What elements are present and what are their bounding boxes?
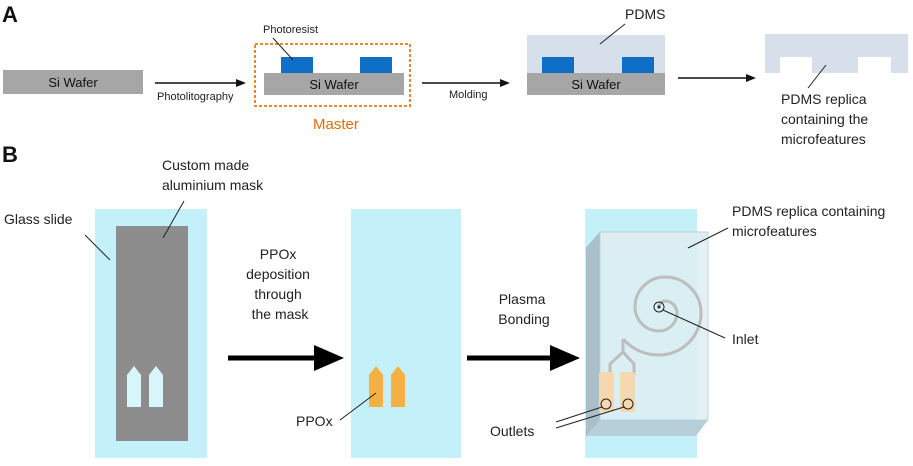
replica-label-line-3: microfeatures bbox=[781, 131, 866, 147]
glass-slide-label: Glass slide bbox=[4, 211, 73, 227]
photolithography-arrow bbox=[155, 79, 246, 87]
si-wafer-label: Si Wafer bbox=[48, 75, 98, 90]
deposition-label-line-2: deposition bbox=[246, 266, 310, 282]
pdms-block-side bbox=[586, 232, 600, 436]
molded-photoresist-left bbox=[542, 57, 574, 73]
molded-wafer bbox=[527, 73, 665, 95]
replica-leader bbox=[807, 64, 827, 89]
molding-arrow bbox=[422, 79, 510, 87]
inlet-hole-center bbox=[657, 305, 661, 309]
deposition-arrow bbox=[228, 345, 344, 371]
replica-label-line-2: containing the bbox=[781, 111, 868, 127]
si-wafer bbox=[3, 70, 143, 94]
molding-label: Molding bbox=[449, 89, 488, 101]
pdms-label: PDMS bbox=[625, 6, 665, 22]
deposition-label-line-1: PPOx bbox=[260, 246, 297, 262]
mask-leader bbox=[162, 200, 185, 239]
device-replica-label-line-1: PDMS replica containing bbox=[732, 203, 885, 219]
glass-slide-leader bbox=[84, 234, 111, 261]
photoresist-label: Photoresist bbox=[263, 24, 318, 36]
outlets-leader-left bbox=[555, 406, 603, 423]
si-wafer-initial: Si Wafer bbox=[3, 70, 143, 94]
replica-label: PDMS replica containing the microfeature… bbox=[781, 91, 872, 147]
inlet-hole bbox=[653, 301, 665, 313]
molded-wafer-label: Si Wafer bbox=[571, 77, 621, 92]
mask-opening-left bbox=[127, 366, 141, 407]
glass-slide-2 bbox=[351, 209, 461, 458]
photolithography-label: Photolitography bbox=[157, 91, 234, 103]
mask-label-line-2: aluminium mask bbox=[162, 177, 264, 193]
photoresist-block-right bbox=[360, 57, 392, 73]
ppox-spot-right bbox=[391, 366, 405, 407]
master: Si Wafer bbox=[254, 43, 411, 107]
outlets-label: Outlets bbox=[490, 423, 534, 439]
masked-slide bbox=[95, 209, 207, 458]
master-outline bbox=[254, 43, 411, 107]
outlets-leader-right bbox=[555, 406, 625, 429]
deposition-label-line-3: through bbox=[254, 286, 301, 302]
bonded-device bbox=[585, 209, 709, 458]
ppox-leader bbox=[339, 392, 377, 421]
mask-label-line-1: Custom made bbox=[162, 157, 249, 173]
pdms-leader bbox=[599, 23, 626, 45]
inlet-label: Inlet bbox=[732, 331, 759, 347]
ppox-slide bbox=[351, 209, 461, 458]
mask-opening-right bbox=[149, 366, 163, 407]
molded-assembly: Si Wafer bbox=[527, 35, 665, 95]
bonding-arrow bbox=[467, 345, 580, 371]
master-label: Master bbox=[313, 116, 359, 133]
device-replica-label-line-2: microfeatures bbox=[732, 223, 817, 239]
panel-a-letter: A bbox=[2, 2, 18, 27]
outlet-hole-left bbox=[600, 398, 612, 410]
bonding-label: Plasma Bonding bbox=[498, 291, 549, 327]
inlet-leader bbox=[662, 309, 726, 339]
aluminium-mask bbox=[116, 226, 188, 441]
pdms-block-bottom bbox=[586, 420, 708, 436]
photoresist-leader bbox=[272, 37, 294, 61]
device-replica-leader bbox=[687, 227, 729, 249]
pdms-block-front bbox=[599, 231, 709, 421]
bonding-label-line-2: Bonding bbox=[498, 311, 549, 327]
deposition-label-line-4: the mask bbox=[252, 306, 310, 322]
pdms-replica bbox=[765, 34, 908, 73]
ppox-label: PPOx bbox=[296, 413, 333, 429]
demolding-arrow bbox=[678, 74, 756, 82]
outlet-hole-right bbox=[622, 398, 634, 410]
spiral-channel bbox=[608, 275, 703, 375]
ppox-spot-left bbox=[369, 366, 383, 407]
photoresist-block-left bbox=[281, 57, 313, 73]
deposition-label: PPOx deposition through the mask bbox=[246, 246, 314, 322]
master-wafer bbox=[264, 73, 404, 95]
replica-label-line-1: PDMS replica bbox=[781, 91, 867, 107]
panel-b-letter: B bbox=[2, 142, 18, 167]
device-replica-label: PDMS replica containing microfeatures bbox=[732, 203, 889, 239]
master-wafer-label: Si Wafer bbox=[309, 77, 359, 92]
bonding-label-line-1: Plasma bbox=[499, 291, 546, 307]
molded-photoresist-right bbox=[622, 57, 654, 73]
mask-label: Custom made aluminium mask bbox=[162, 157, 264, 193]
